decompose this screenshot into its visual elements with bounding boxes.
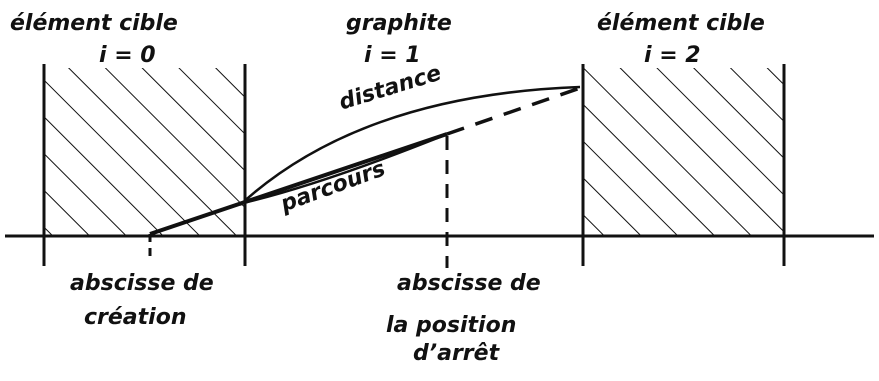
hatched-region-element-2 [583,68,784,236]
label-index-0: i = 0 [99,43,156,68]
label-index-1: i = 1 [364,43,421,68]
label-abscisse-creation-1: abscisse de [70,271,214,296]
label-element-2: élément cible [597,11,765,36]
trajectory-line [149,132,448,236]
dashed-extension [446,85,584,136]
hatched-region-element-0 [44,68,245,236]
label-element-0: élément cible [10,11,178,36]
label-index-2: i = 2 [644,43,701,68]
label-abscisse-arret-3: d’arrêt [413,341,500,366]
label-abscisse-arret-2: la position [386,313,517,338]
label-abscisse-creation-2: création [84,305,187,330]
distance-curve [239,85,581,206]
label-abscisse-arret-1: abscisse de [397,271,541,296]
label-graphite: graphite [346,11,452,36]
